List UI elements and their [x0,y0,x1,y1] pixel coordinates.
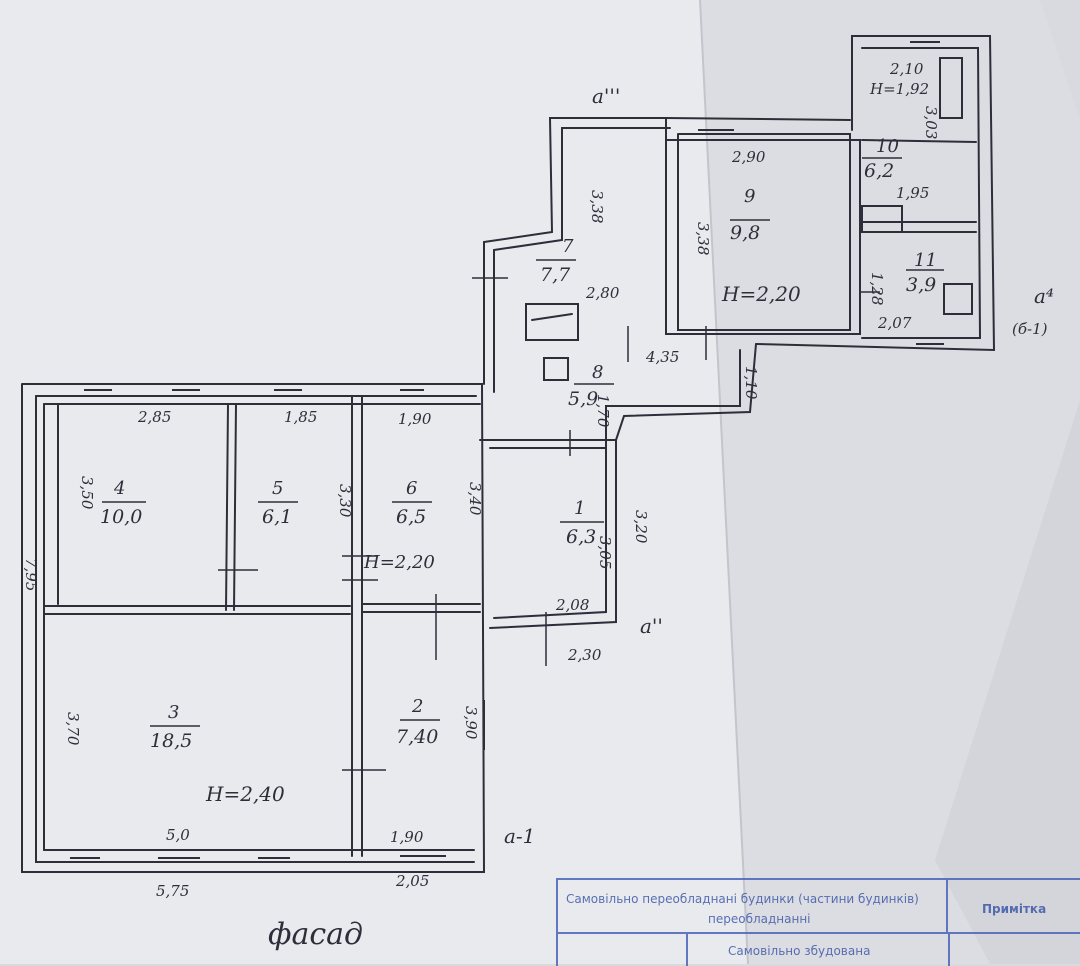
room-fraction-bars [102,157,944,727]
room-8-area: 5,9 [568,388,599,410]
room-11-number: 11 [914,250,937,271]
room-9-area: 9,8 [730,222,761,244]
room-6-area: 6,5 [396,506,427,528]
height-label-room-10: H=1,92 [870,80,930,98]
dim-3-03: 3,03 [922,106,940,140]
mark-a-4: а⁴ [1034,284,1054,308]
height-label-main: H=2,40 [206,782,285,806]
dim-1-85: 1,85 [284,408,318,426]
room-3-area: 18,5 [150,730,193,752]
stamp-text-note: Примітка [982,902,1047,916]
registry-stamp: Самовільно переобладнані будинки (частин… [556,878,1080,966]
dim-1-28: 1,28 [868,272,886,306]
room-2-number: 2 [412,696,424,717]
walls [21,35,996,873]
dim-3-05: 3,05 [596,536,614,570]
room-1-number: 1 [574,498,586,519]
facade-label: фасад [268,917,364,952]
room-5-area: 6,1 [262,506,293,528]
mark-b-1: (б-1) [1012,320,1048,338]
room-2-area: 7,40 [396,726,439,748]
stamp-text-row1: Самовільно переобладнані будинки (частин… [566,892,919,906]
paper-curl [935,400,1080,964]
stamp-cell-main: Самовільно переобладнані будинки (частин… [558,880,948,934]
stamp-cell-row2: Самовільно збудована [686,932,950,966]
height-label-rooms-5-6: H=2,20 [364,552,435,573]
room-3-number: 3 [168,702,180,723]
room-7-number: 7 [562,236,574,257]
dim-3-50: 3,50 [78,476,96,510]
room-4-number: 4 [114,478,126,499]
wall-outer-left-block [21,383,486,873]
room-4-area: 10,0 [100,506,143,528]
room-11-area: 3,9 [906,274,937,296]
dim-2-07: 2,07 [878,314,912,332]
dim-5-75: 5,75 [156,882,190,900]
room-10-area: 6,2 [864,160,895,182]
dim-3-20: 3,20 [632,510,650,544]
room-5-number: 5 [272,478,284,499]
dim-4-35: 4,35 [646,348,680,366]
dim-3-38-room-9: 3,38 [694,222,712,256]
dim-2-85: 2,85 [138,408,172,426]
dim-2-10: 2,10 [890,60,924,78]
dim-1-70: 1,70 [594,394,612,428]
dim-2-80: 2,80 [586,284,620,302]
dim-2-05: 2,05 [396,872,430,890]
room-6-number: 6 [406,478,418,499]
dim-3-30: 3,30 [336,484,354,518]
dim-1-90-bottom: 1,90 [390,828,424,846]
dim-1-95: 1,95 [896,184,930,202]
dim-1-90-top: 1,90 [398,410,432,428]
dim-2-90: 2,90 [732,148,766,166]
dim-3-70: 3,70 [64,712,82,746]
mark-a-2: а'' [640,614,663,638]
height-label-room-9: H=2,20 [722,282,801,306]
dim-2-30: 2,30 [568,646,602,664]
room-8-number: 8 [592,362,604,383]
dim-7-95: 7,95 [22,558,40,592]
room-10-number: 10 [876,136,899,157]
dim-5-0: 5,0 [166,826,190,844]
dim-3-38-room-7: 3,38 [588,190,606,224]
paper-fold [699,0,749,964]
room-7-area: 7,7 [540,264,571,286]
stamp-cell-note: Примітка [948,880,1080,934]
windows [21,41,944,859]
stamp-text-row1b: переобладнанні [708,912,811,926]
stamp-text-row2: Самовільно збудована [728,944,871,958]
dim-3-40: 3,40 [466,482,484,516]
room-1-area: 6,3 [566,526,597,548]
door-marks [218,277,880,771]
mark-a-1: а-1 [504,824,536,848]
paper-left [0,0,748,964]
dim-1-10: 1,10 [742,366,760,400]
mark-a-3: а''' [592,84,621,108]
dim-2-08: 2,08 [556,596,590,614]
room-9-number: 9 [744,186,756,207]
dim-3-90: 3,90 [462,706,480,740]
